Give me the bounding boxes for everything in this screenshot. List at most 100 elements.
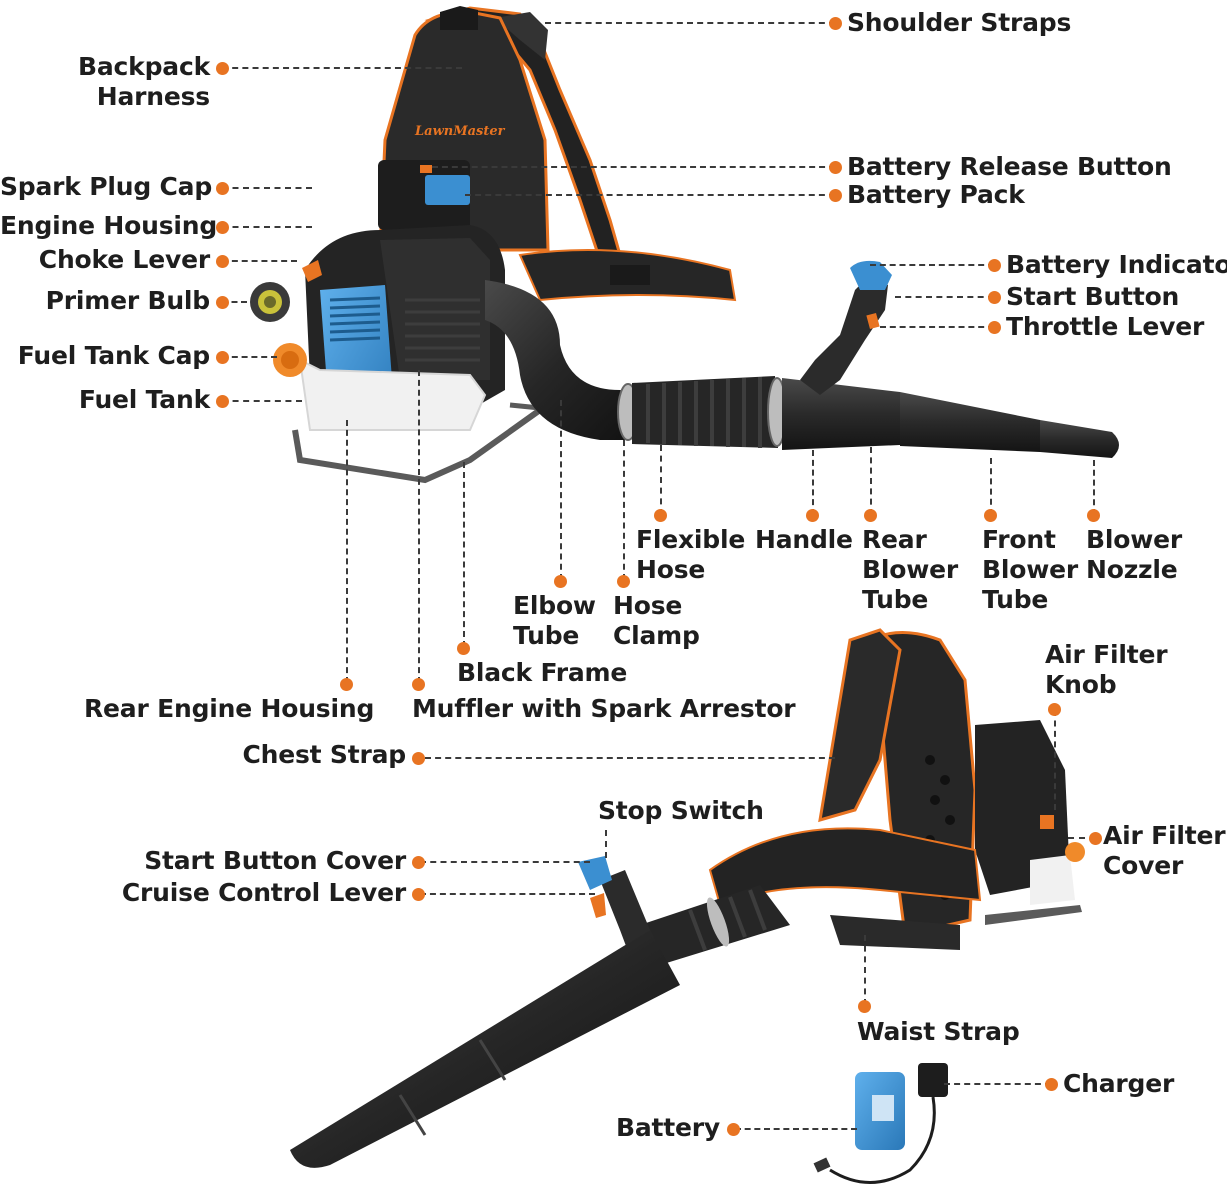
label-handle: Handle (755, 525, 853, 554)
label-blower-nozzle: Blower Nozzle (1086, 525, 1182, 585)
label-air-filter-knob: Air Filter Knob (1045, 640, 1168, 700)
leader-flexible-hose (660, 445, 662, 515)
leader-spark-plug-cap (222, 187, 312, 189)
dot-start-button-cover (411, 855, 425, 869)
leader-air-filter-cover (1068, 837, 1096, 839)
label-elbow-tube-line2: Tube (513, 621, 580, 650)
label-start-button-cover: Start Button Cover (144, 846, 406, 875)
label-backpack-harness: Backpack Harness (40, 52, 210, 112)
dot-fuel-tank (215, 394, 229, 408)
label-cruise-control-lever: Cruise Control Lever (121, 878, 406, 907)
dot-black-frame (456, 641, 470, 655)
label-battery-release-button: Battery Release Button (847, 152, 1172, 181)
leader-battery (735, 1128, 857, 1130)
dot-cruise-control-lever (411, 887, 425, 901)
leader-stop-switch (605, 830, 607, 858)
leader-air-filter-knob (1054, 710, 1056, 810)
label-hose-clamp-line1: Hose (613, 591, 683, 620)
leader-throttle-lever (880, 326, 994, 328)
label-backpack-harness-line2: Harness (96, 82, 210, 111)
dot-battery-indicator (987, 258, 1001, 272)
dot-rear-blower-tube (863, 508, 877, 522)
dot-throttle-lever (987, 320, 1001, 334)
label-battery-indicator: Battery Indicator (1006, 250, 1227, 279)
label-throttle-lever: Throttle Lever (1006, 312, 1205, 341)
label-elbow-tube-line1: Elbow (513, 591, 596, 620)
leader-hose-clamp (623, 440, 625, 580)
label-hose-clamp-line2: Clamp (613, 621, 700, 650)
dot-battery (726, 1122, 740, 1136)
label-fuel-tank: Fuel Tank (78, 385, 210, 414)
dot-battery-pack (828, 188, 842, 202)
leader-fuel-tank (222, 400, 302, 402)
label-rear-blower-tube-line1: Rear (862, 525, 927, 554)
label-blower-nozzle-line1: Blower (1086, 525, 1182, 554)
top-blower: LawnMaster (250, 6, 1119, 484)
leader-muffler (418, 370, 420, 683)
label-black-frame: Black Frame (457, 658, 628, 687)
leader-battery-release-button (432, 166, 835, 168)
dot-charger (1044, 1077, 1058, 1091)
label-rear-blower-tube: Rear Blower Tube (862, 525, 958, 615)
label-air-filter-knob-line1: Air Filter (1045, 640, 1168, 669)
label-flexible-hose: Flexible Hose (636, 525, 745, 585)
leader-charger (944, 1083, 1051, 1085)
leader-backpack-harness (222, 67, 462, 69)
leader-chest-strap (425, 757, 835, 759)
label-choke-lever: Choke Lever (38, 245, 210, 274)
dot-air-filter-knob (1047, 702, 1061, 716)
leader-fuel-tank-cap (222, 356, 277, 358)
label-flexible-hose-line1: Flexible (636, 525, 746, 554)
label-start-button: Start Button (1006, 282, 1180, 311)
dot-shoulder-straps (828, 16, 842, 30)
leader-cruise-control-lever (420, 893, 595, 895)
dot-air-filter-cover (1088, 831, 1102, 845)
label-air-filter-cover: Air Filter Cover (1103, 821, 1226, 881)
label-air-filter-cover-line1: Air Filter (1103, 821, 1226, 850)
label-blower-nozzle-line2: Nozzle (1086, 555, 1178, 584)
label-engine-housing: Engine Housing (0, 211, 218, 240)
leader-shoulder-straps (545, 22, 835, 24)
dot-chest-strap (411, 751, 425, 765)
label-shoulder-straps: Shoulder Straps (847, 8, 1072, 37)
leader-battery-pack (465, 194, 835, 196)
label-spark-plug-cap: Spark Plug Cap (0, 172, 213, 201)
dot-hose-clamp (616, 574, 630, 588)
dot-start-button (987, 290, 1001, 304)
label-battery: Battery (615, 1113, 720, 1142)
dot-choke-lever (215, 254, 229, 268)
label-muffler: Muffler with Spark Arrestor (412, 694, 796, 723)
leader-start-button (895, 296, 994, 298)
leader-start-button-cover (420, 861, 590, 863)
leader-rear-blower-tube (870, 447, 872, 515)
label-front-blower-tube-line2: Blower (982, 555, 1078, 584)
label-stop-switch: Stop Switch (598, 796, 764, 825)
label-waist-strap: Waist Strap (857, 1017, 1020, 1046)
label-air-filter-cover-line2: Cover (1103, 851, 1184, 880)
leader-engine-housing (222, 226, 312, 228)
dot-battery-release-button (828, 160, 842, 174)
label-air-filter-knob-line2: Knob (1045, 670, 1117, 699)
leader-front-blower-tube (990, 458, 992, 515)
leader-choke-lever (222, 260, 297, 262)
label-front-blower-tube-line1: Front (982, 525, 1056, 554)
label-front-blower-tube-line3: Tube (982, 585, 1049, 614)
leader-black-frame (463, 462, 465, 647)
dot-waist-strap (857, 999, 871, 1013)
label-hose-clamp: Hose Clamp (613, 591, 700, 651)
label-charger: Charger (1063, 1069, 1175, 1098)
dot-elbow-tube (553, 574, 567, 588)
dot-front-blower-tube (983, 508, 997, 522)
label-primer-bulb: Primer Bulb (45, 286, 211, 315)
leader-waist-strap (864, 935, 866, 1005)
label-flexible-hose-line2: Hose (636, 555, 706, 584)
leader-primer-bulb (222, 301, 247, 303)
leader-rear-engine-housing (346, 420, 348, 683)
dot-muffler (411, 677, 425, 691)
leader-handle (812, 450, 814, 515)
dot-fuel-tank-cap (215, 350, 229, 364)
dot-backpack-harness (215, 61, 229, 75)
label-rear-blower-tube-line3: Tube (862, 585, 929, 614)
